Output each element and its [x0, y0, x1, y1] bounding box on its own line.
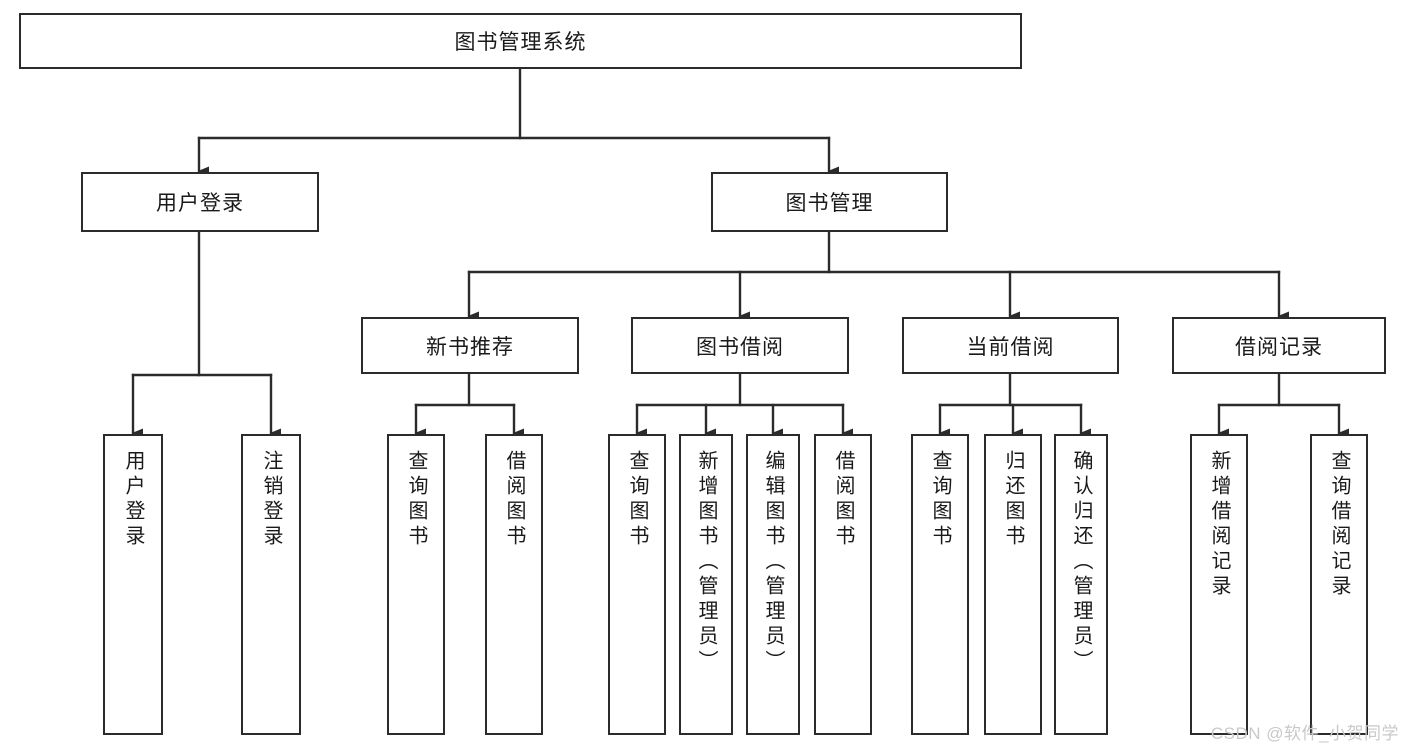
leaf-return-book[interactable]: 归还图书	[984, 434, 1042, 735]
leaf-query-book-3[interactable]: 查询图书	[911, 434, 969, 735]
node-book-borrow[interactable]: 图书借阅	[631, 317, 849, 374]
node-label: 借阅记录	[1235, 335, 1323, 359]
node-label: 图书借阅	[696, 335, 784, 359]
leaf-query-book-1[interactable]: 查询图书	[387, 434, 445, 735]
connector-lines	[131, 67, 1349, 438]
node-book-management-system[interactable]: 图书管理系统	[19, 13, 1022, 69]
leaf-label: 用户登录	[122, 450, 144, 550]
node-current-borrow[interactable]: 当前借阅	[902, 317, 1119, 374]
node-label: 图书管理	[785, 192, 874, 215]
node-label: 图书管理系统	[454, 31, 587, 54]
leaf-label: 归还图书	[1002, 450, 1024, 550]
leaf-label: 查询图书	[405, 450, 427, 550]
leaf-user-login[interactable]: 用户登录	[103, 434, 163, 735]
leaf-edit-book-admin[interactable]: 编辑图书（管理员）	[746, 434, 800, 735]
leaf-label: 查询图书	[626, 450, 648, 550]
leaf-label: 确认归还（管理员）	[1070, 450, 1092, 675]
leaf-confirm-return-admin[interactable]: 确认归还（管理员）	[1054, 434, 1108, 735]
node-label: 当前借阅	[966, 335, 1055, 359]
leaf-label: 查询借阅记录	[1328, 450, 1350, 600]
node-book-manage[interactable]: 图书管理	[711, 172, 948, 232]
node-label: 新书推荐	[426, 335, 514, 359]
leaf-borrow-book-1[interactable]: 借阅图书	[485, 434, 543, 735]
node-label: 用户登录	[156, 192, 244, 215]
node-user-login[interactable]: 用户登录	[81, 172, 319, 232]
leaf-add-borrow-record[interactable]: 新增借阅记录	[1190, 434, 1248, 735]
leaf-add-book-admin[interactable]: 新增图书（管理员）	[679, 434, 733, 735]
leaf-label: 注销登录	[260, 450, 282, 550]
leaf-label: 新增图书（管理员）	[695, 450, 717, 675]
leaf-label: 查询图书	[929, 450, 951, 550]
leaf-logout-login[interactable]: 注销登录	[241, 434, 301, 735]
leaf-label: 编辑图书（管理员）	[762, 450, 784, 675]
node-new-book-recommend[interactable]: 新书推荐	[361, 317, 579, 374]
node-borrow-record[interactable]: 借阅记录	[1172, 317, 1386, 374]
leaf-label: 借阅图书	[503, 450, 525, 550]
leaf-label: 新增借阅记录	[1208, 450, 1230, 600]
leaf-label: 借阅图书	[832, 450, 854, 550]
leaf-query-book-2[interactable]: 查询图书	[608, 434, 666, 735]
leaf-query-borrow-record[interactable]: 查询借阅记录	[1310, 434, 1368, 735]
leaf-borrow-book-2[interactable]: 借阅图书	[814, 434, 872, 735]
